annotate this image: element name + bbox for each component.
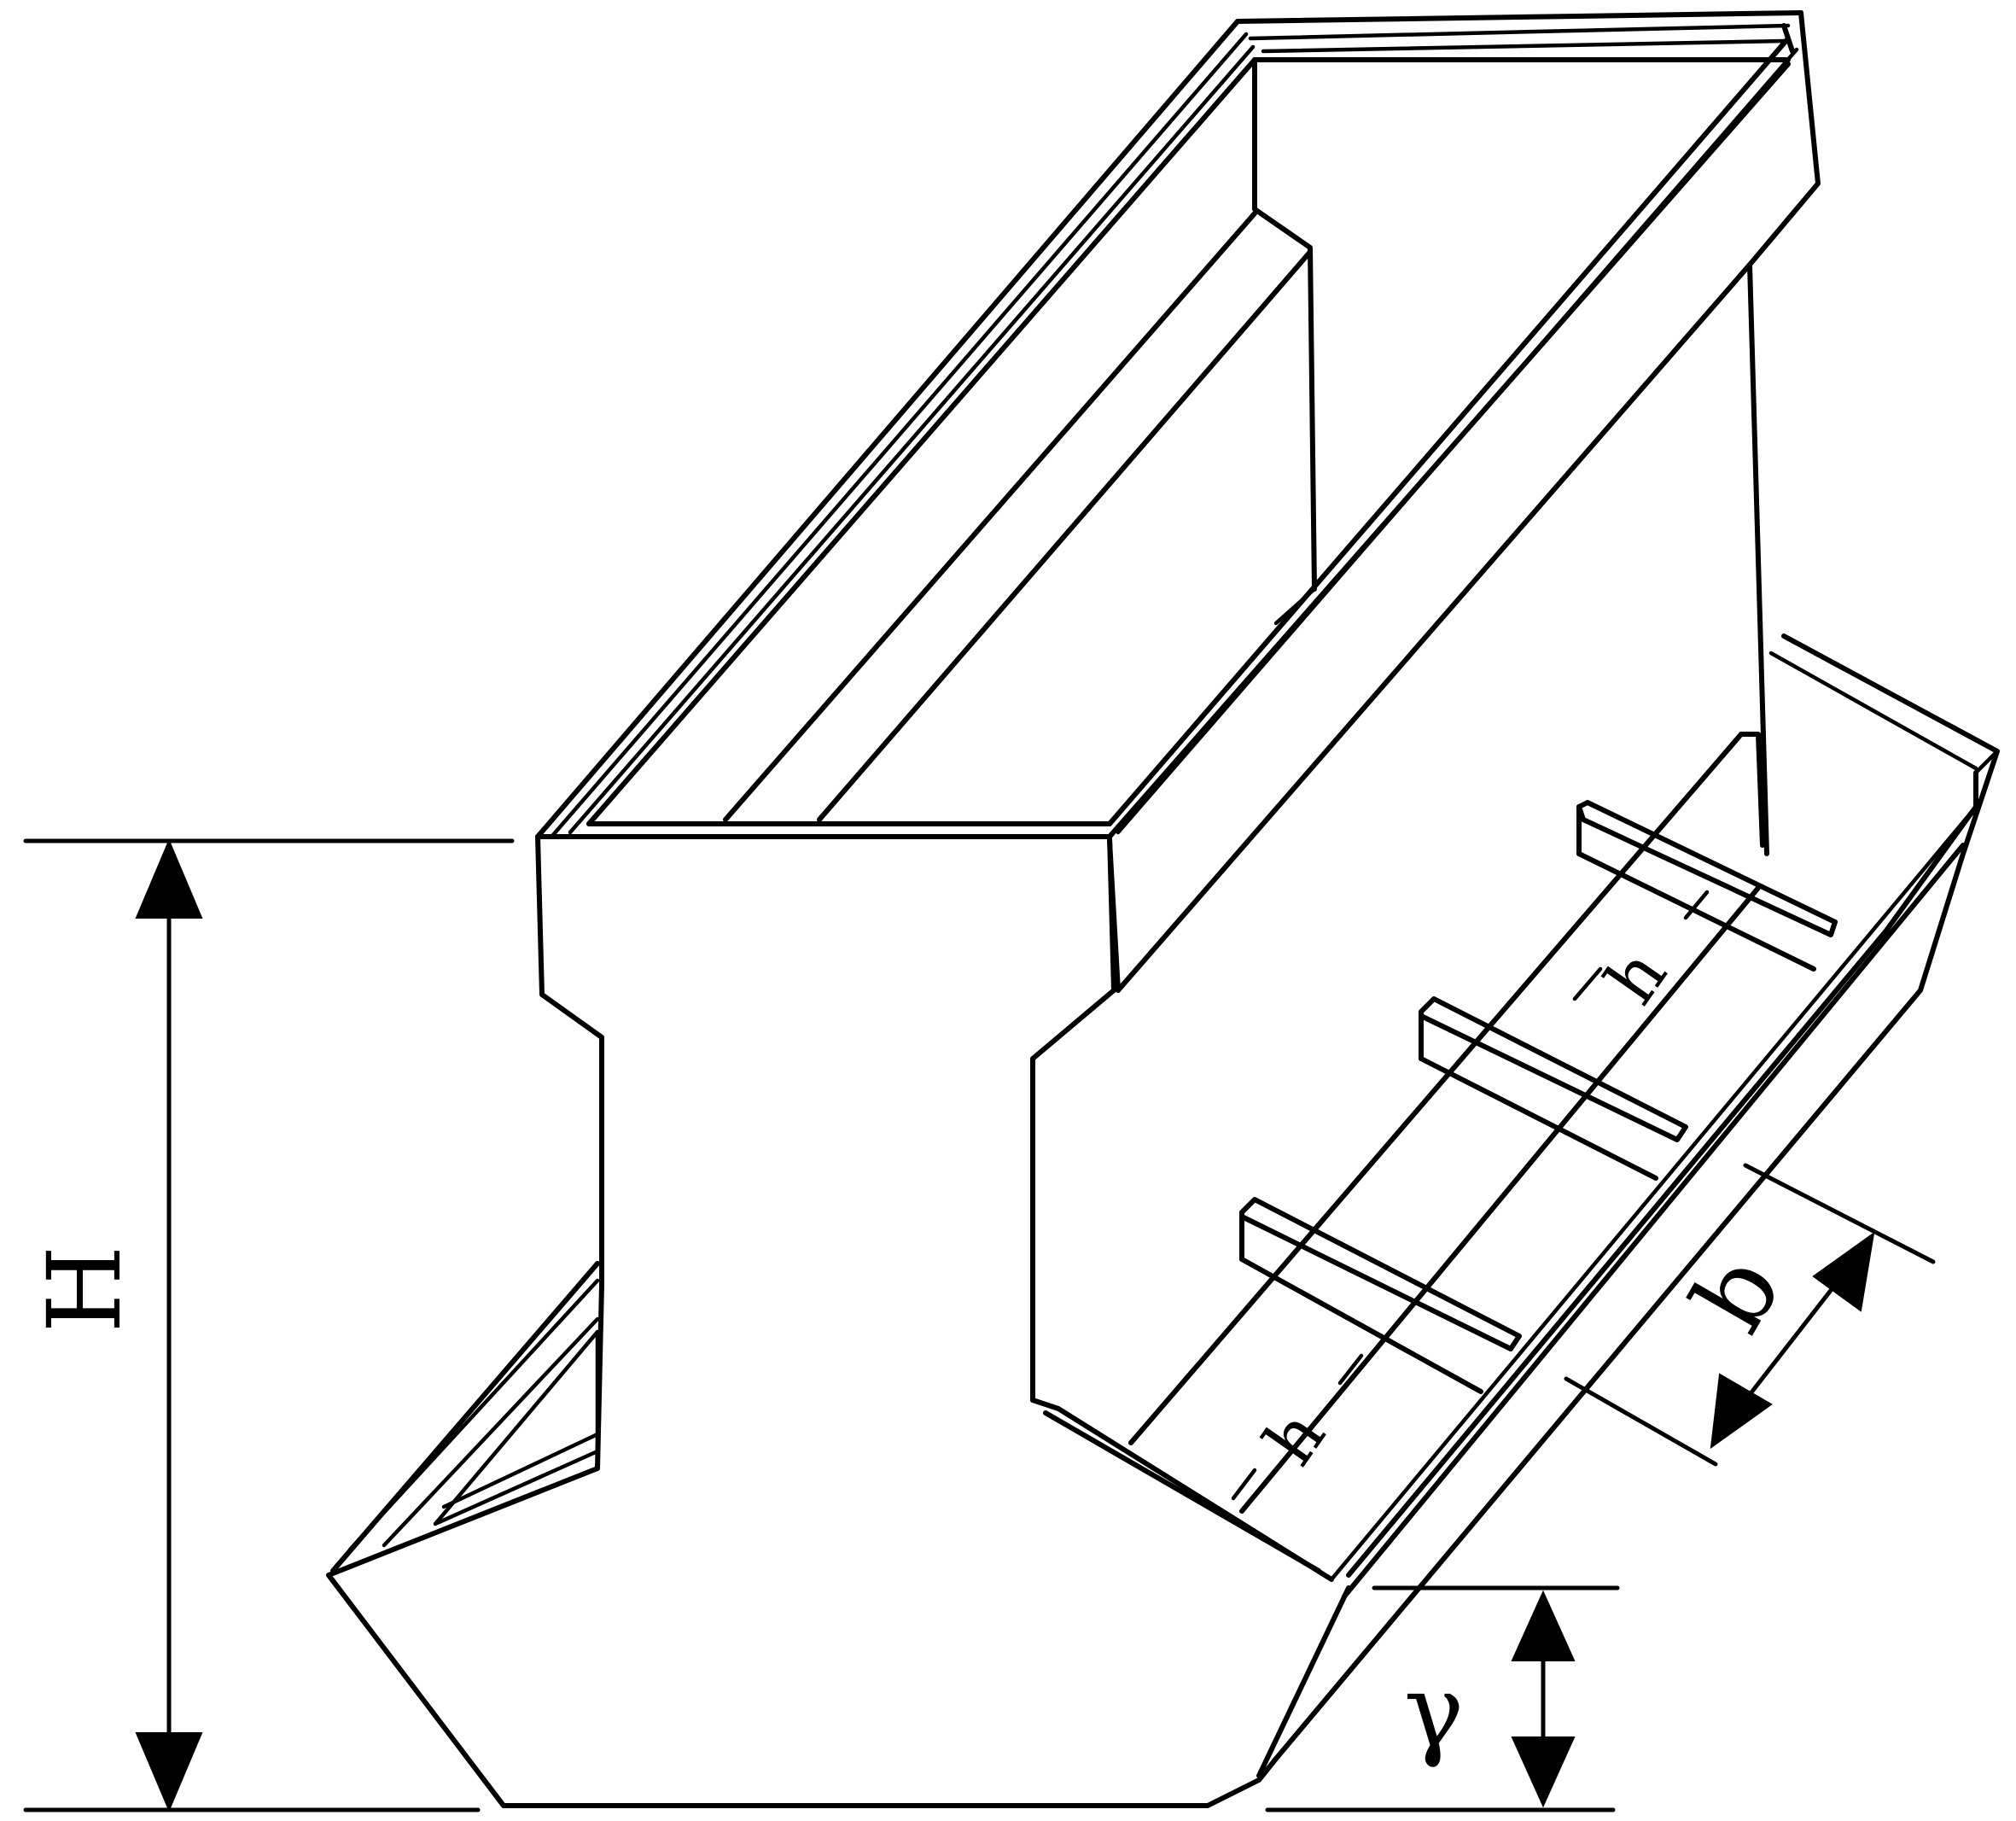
dimension-angle bbox=[1265, 1585, 1620, 1812]
label-angle: γ bbox=[1404, 1652, 1465, 1770]
arrow-up-icon bbox=[1511, 1590, 1576, 1661]
label-height: H bbox=[26, 1246, 143, 1334]
block-front-face bbox=[326, 834, 1334, 1808]
arrow-up-icon bbox=[135, 838, 203, 919]
rib-bottom bbox=[1239, 1197, 1522, 1394]
rib-spacing-upper bbox=[1572, 890, 1710, 1001]
dimension-width bbox=[1564, 1163, 1936, 1467]
dimension-height bbox=[23, 838, 515, 1812]
label-rib-spacing-upper: h bbox=[1590, 935, 1682, 1018]
rib-middle bbox=[1419, 996, 1688, 1181]
rib-spacing-lower bbox=[1231, 1353, 1364, 1501]
arrow-up-icon bbox=[1812, 1231, 1875, 1312]
rib-top bbox=[1576, 800, 1838, 972]
left-wing bbox=[330, 1261, 600, 1573]
upper-box bbox=[535, 10, 1821, 993]
arrow-down-icon bbox=[1511, 1736, 1576, 1808]
inclined-tray bbox=[1043, 633, 2000, 1778]
arrow-down-icon bbox=[1710, 1373, 1773, 1450]
label-width: b bbox=[1669, 1235, 1803, 1350]
arrow-down-icon bbox=[135, 1732, 203, 1812]
